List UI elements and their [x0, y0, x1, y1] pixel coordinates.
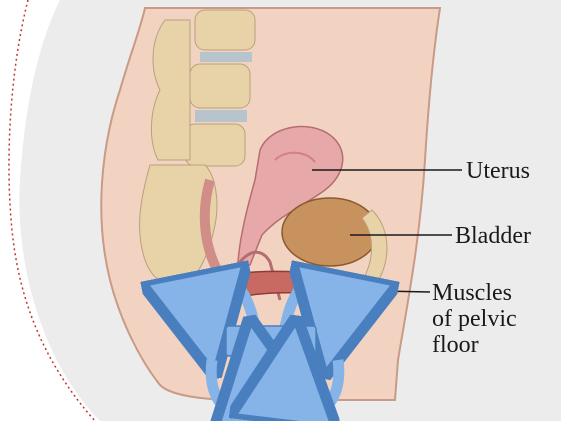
bladder-shape	[282, 198, 378, 266]
pelvic-floor-label: Muscles of pelvic floor	[432, 280, 517, 358]
pelvic-floor-block	[226, 326, 316, 356]
uterus-label: Uterus	[466, 158, 530, 184]
bladder-label: Bladder	[455, 223, 531, 249]
